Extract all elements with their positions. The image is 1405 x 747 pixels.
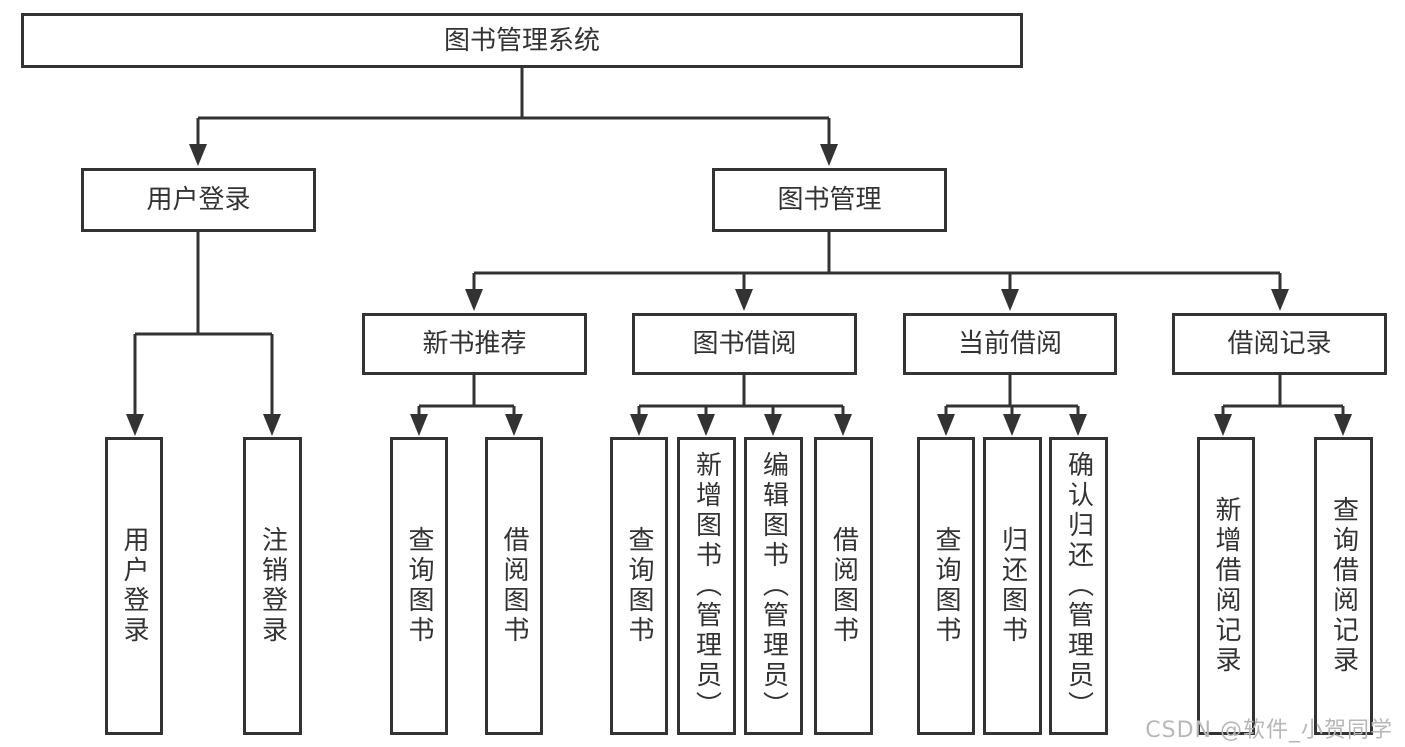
csdn-watermark: CSDN @软件_小贺同学 xyxy=(1145,718,1393,743)
arrowhead xyxy=(465,289,483,311)
node-user-login: 用户登录 xyxy=(81,168,316,232)
arrowhead xyxy=(937,414,955,436)
arrowhead xyxy=(820,144,838,166)
node-borrowing-records: 借阅记录 xyxy=(1172,313,1387,375)
node-borrow-books-leaf: 借阅图书 xyxy=(485,437,543,735)
arrowhead xyxy=(263,414,281,436)
node-query-books-leaf: 查询图书 xyxy=(610,437,668,735)
node-add-books-admin-leaf: 新增图书（管理员） xyxy=(677,437,736,735)
arrowhead xyxy=(697,414,715,436)
node-borrow-books-leaf: 借阅图书 xyxy=(814,437,873,735)
node-book-management: 图书管理 xyxy=(712,168,947,232)
node-new-book-recommend: 新书推荐 xyxy=(362,313,587,375)
node-user-login-leaf: 用户登录 xyxy=(105,437,163,735)
arrowhead xyxy=(630,414,648,436)
arrowhead xyxy=(126,414,144,436)
node-library-system: 图书管理系统 xyxy=(21,13,1023,68)
arrowhead xyxy=(410,414,428,436)
arrowhead xyxy=(735,289,753,311)
arrowhead xyxy=(1271,289,1289,311)
arrowhead xyxy=(1003,414,1021,436)
arrowhead xyxy=(505,414,523,436)
arrowhead xyxy=(1001,289,1019,311)
node-current-borrowing: 当前借阅 xyxy=(903,313,1117,375)
node-query-books-leaf: 查询图书 xyxy=(390,437,448,735)
node-confirm-return-admin-leaf: 确认归还（管理员） xyxy=(1049,437,1108,735)
node-return-books-leaf: 归还图书 xyxy=(983,437,1042,735)
node-add-borrow-record-leaf: 新增借阅记录 xyxy=(1197,437,1255,735)
arrowhead xyxy=(1069,414,1087,436)
node-book-borrowing: 图书借阅 xyxy=(632,313,857,375)
node-query-books-leaf: 查询图书 xyxy=(917,437,975,735)
arrowhead xyxy=(189,144,207,166)
arrowhead-group xyxy=(126,144,1352,436)
arrowhead xyxy=(764,414,782,436)
arrowhead xyxy=(834,414,852,436)
arrowhead xyxy=(1214,414,1232,436)
arrowhead xyxy=(1334,414,1352,436)
node-edit-books-admin-leaf: 编辑图书（管理员） xyxy=(744,437,803,735)
node-query-borrow-record-leaf: 查询借阅记录 xyxy=(1314,437,1373,735)
node-logout-leaf: 注销登录 xyxy=(243,437,302,735)
